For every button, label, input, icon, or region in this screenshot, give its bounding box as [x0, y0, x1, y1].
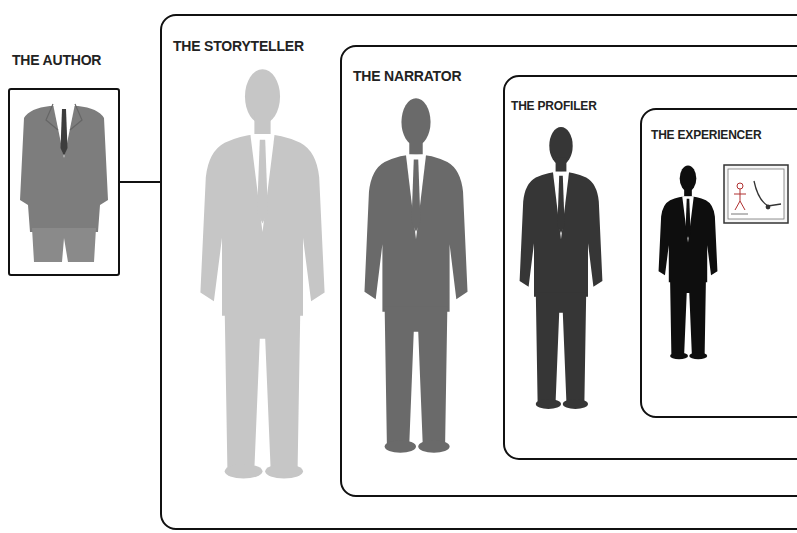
narrator-heading: THE NARRATOR [353, 68, 461, 84]
author-heading: THE AUTHOR [12, 52, 101, 68]
profiler-box: THE PROFILER THE EXPERIENCER [503, 75, 797, 460]
experiencer-figure [659, 165, 718, 359]
narrator-figure [364, 98, 467, 453]
author-figure [20, 104, 108, 262]
storyteller-figure [200, 69, 324, 478]
storyteller-heading: THE STORYTELLER [173, 38, 304, 54]
experiencer-box: THE EXPERIENCER [640, 108, 797, 418]
narrator-box: THE NARRATOR THE PROFILER THE EXPERIENCER [340, 45, 797, 497]
profiler-figure [520, 127, 603, 409]
experiencer-heading: THE EXPERIENCER [651, 128, 761, 142]
connector-line [120, 181, 160, 183]
sketch-picture [724, 165, 788, 223]
storyteller-box: THE STORYTELLERTHE NARRATORTHE PROFILERT… [160, 14, 797, 530]
profiler-heading: THE PROFILER [511, 99, 597, 113]
author-box: THE AUTHOR [8, 88, 120, 276]
